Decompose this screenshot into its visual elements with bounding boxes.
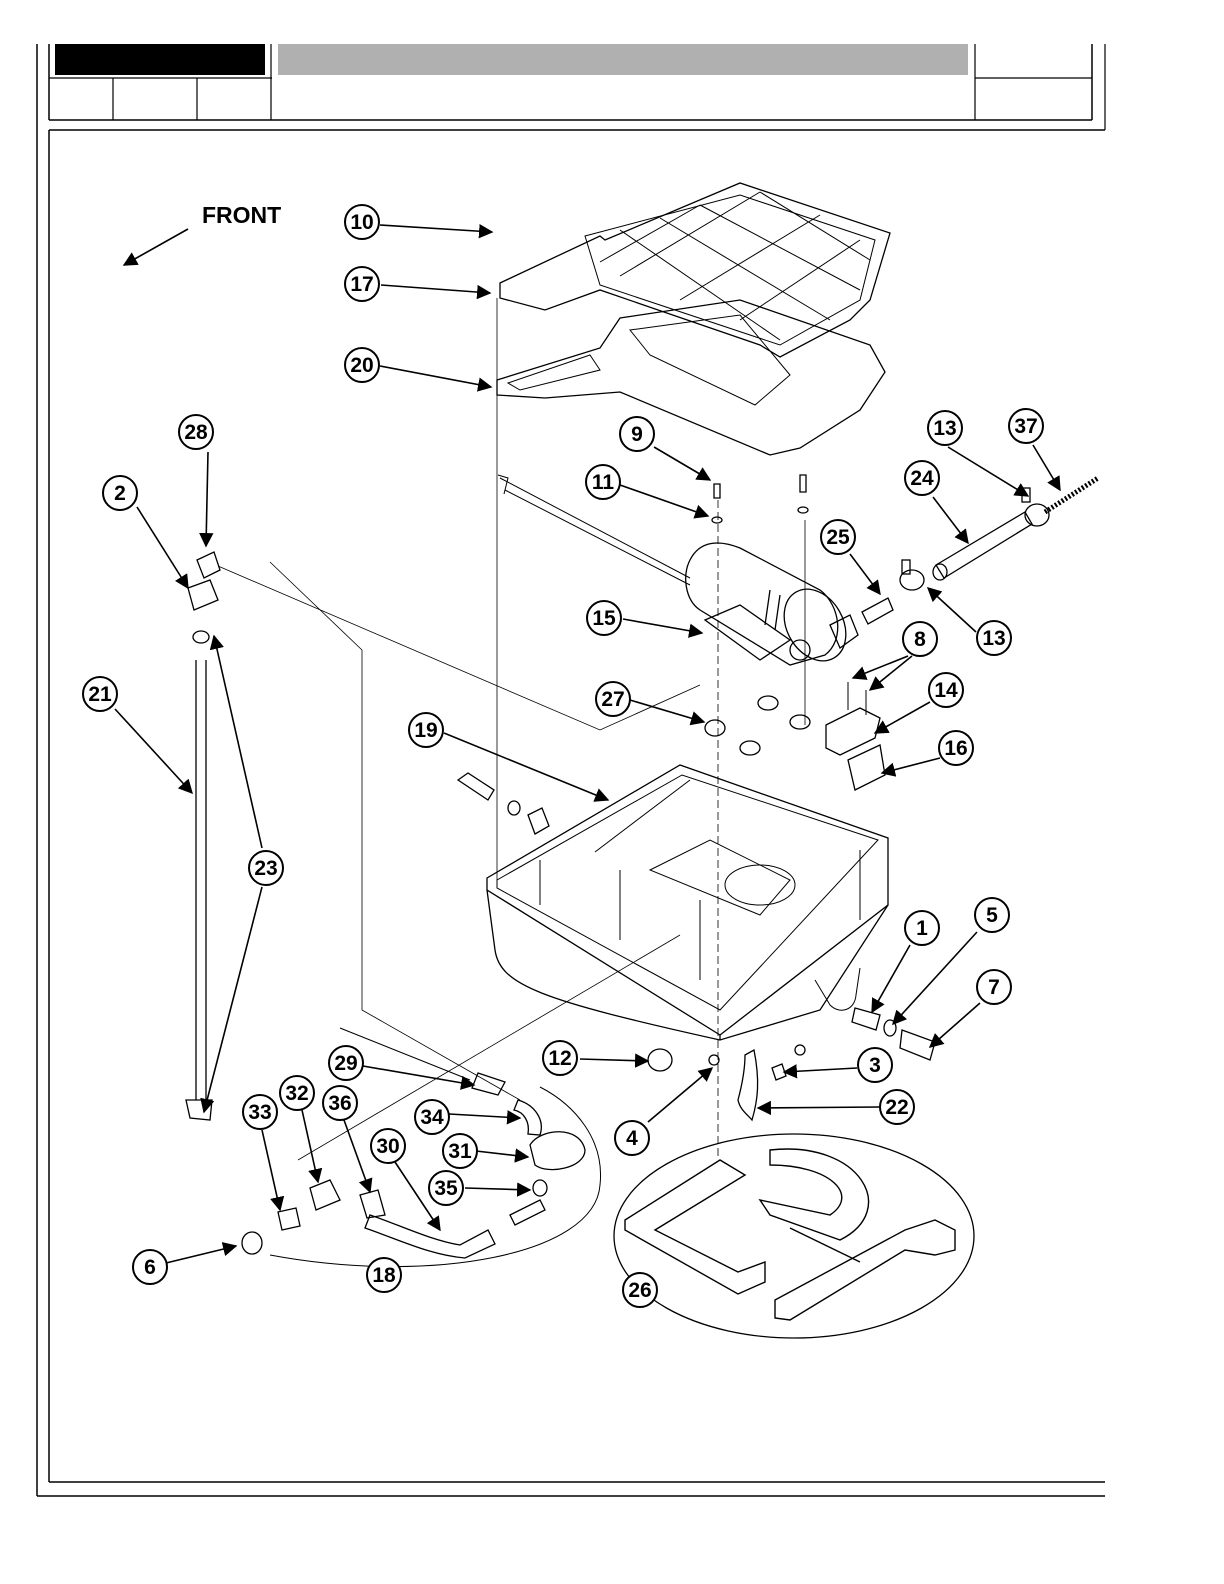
- callout-16: 16: [939, 731, 973, 765]
- front-indicator: FRONT: [124, 202, 281, 265]
- callout-14: 14: [929, 673, 963, 707]
- callout-35: 35: [429, 1171, 463, 1205]
- callout-number: 5: [986, 904, 998, 927]
- callout-balloons: 1234567891011121313141516171819202122232…: [83, 205, 1043, 1307]
- callout-number: 11: [592, 471, 615, 494]
- callout-number: 4: [626, 1127, 638, 1150]
- callout-number: 9: [631, 423, 643, 446]
- callout-number: 23: [254, 857, 277, 880]
- header-gray-bar: [278, 44, 968, 75]
- callout-8: 8: [903, 622, 937, 656]
- callout-34: 34: [415, 1100, 449, 1134]
- page-frame: [37, 44, 1105, 1496]
- callout-number: 26: [628, 1279, 651, 1302]
- handle-bracket: [625, 1149, 955, 1320]
- callout-number: 28: [184, 421, 208, 444]
- callout-number: 34: [420, 1106, 444, 1129]
- callout-number: 33: [248, 1101, 271, 1124]
- callout-number: 30: [376, 1135, 399, 1158]
- callout-number: 8: [914, 628, 926, 651]
- callout-number: 15: [592, 607, 616, 630]
- callout-3: 3: [858, 1048, 892, 1082]
- callout-number: 31: [448, 1140, 472, 1163]
- callout-number: 2: [114, 482, 126, 505]
- callout-number: 16: [944, 737, 967, 760]
- callout-number: 12: [548, 1047, 571, 1070]
- callout-number: 3: [869, 1054, 881, 1077]
- pump-motor: [686, 543, 859, 672]
- callout-number: 20: [350, 354, 373, 377]
- callout-27: 27: [596, 682, 630, 716]
- callout-19: 19: [409, 713, 443, 747]
- callout-18: 18: [367, 1258, 401, 1292]
- gasket: [497, 300, 885, 455]
- callout-13: 13: [928, 411, 962, 445]
- callout-number: 14: [934, 679, 958, 702]
- callout-number: 18: [372, 1264, 396, 1287]
- callout-5: 5: [975, 898, 1009, 932]
- callout-6: 6: [133, 1250, 167, 1284]
- callout-number: 37: [1014, 415, 1037, 438]
- callout-24: 24: [905, 461, 939, 495]
- callout-number: 13: [982, 627, 1005, 650]
- callout-12: 12: [543, 1041, 577, 1075]
- housing: [487, 765, 888, 1040]
- callout-number: 19: [414, 719, 437, 742]
- top-cover-plate: [500, 183, 890, 357]
- callout-36: 36: [323, 1086, 357, 1120]
- callout-number: 24: [910, 467, 934, 490]
- callout-29: 29: [329, 1046, 363, 1080]
- callout-number: 27: [601, 688, 624, 711]
- callout-number: 21: [88, 683, 112, 706]
- callout-28: 28: [179, 415, 213, 449]
- header-frame: [49, 44, 1105, 130]
- callout-7: 7: [977, 970, 1011, 1004]
- callout-31: 31: [443, 1134, 477, 1168]
- callout-21: 21: [83, 677, 117, 711]
- callout-17: 17: [345, 267, 379, 301]
- callout-number: 22: [885, 1096, 908, 1119]
- callout-1: 1: [905, 911, 939, 945]
- callout-33: 33: [243, 1095, 277, 1129]
- callout-number: 32: [285, 1082, 308, 1105]
- callout-11: 11: [586, 465, 620, 499]
- callout-10: 10: [345, 205, 379, 239]
- callout-number: 1: [916, 917, 928, 940]
- callout-15: 15: [587, 601, 621, 635]
- callout-4: 4: [615, 1121, 649, 1155]
- callout-25: 25: [821, 520, 855, 554]
- header-black-block: [55, 44, 265, 75]
- callout-number: 29: [334, 1052, 357, 1075]
- callout-number: 10: [350, 211, 373, 234]
- front-label: FRONT: [202, 202, 281, 228]
- callout-9: 9: [620, 417, 654, 451]
- callout-26: 26: [623, 1273, 657, 1307]
- callout-number: 6: [144, 1256, 156, 1279]
- callout-number: 36: [328, 1092, 351, 1115]
- callout-number: 25: [826, 526, 850, 549]
- callout-37: 37: [1009, 409, 1043, 443]
- callout-number: 13: [933, 417, 956, 440]
- callout-30: 30: [371, 1129, 405, 1163]
- callout-2: 2: [103, 476, 137, 510]
- callout-20: 20: [345, 348, 379, 382]
- callout-number: 35: [434, 1177, 458, 1200]
- callout-23: 23: [249, 851, 283, 885]
- callout-22: 22: [880, 1090, 914, 1124]
- callout-number: 17: [350, 273, 373, 296]
- drain-hose: [196, 660, 206, 1100]
- callout-13: 13: [977, 621, 1011, 655]
- callout-number: 7: [988, 976, 1000, 999]
- callout-32: 32: [280, 1076, 314, 1110]
- front-arrow: [124, 229, 188, 265]
